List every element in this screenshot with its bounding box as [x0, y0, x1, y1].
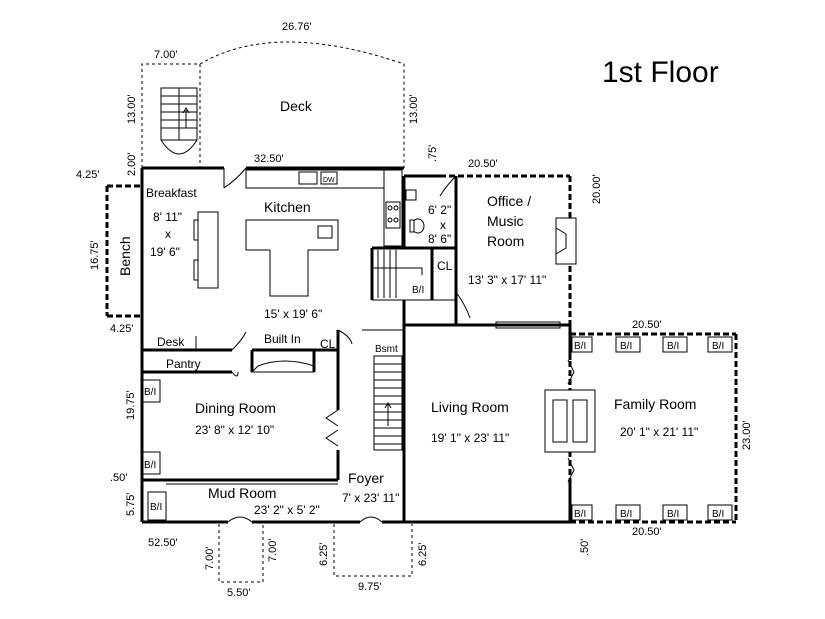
dim-porch-right-b: 6.25' [417, 542, 429, 566]
stair-upper [372, 250, 423, 298]
kitchen-label: Kitchen [264, 199, 311, 215]
bi-label: B/I [620, 509, 632, 520]
bath-size-3: 8' 6" [428, 232, 451, 246]
deck-outline [141, 41, 405, 168]
office-size: 13' 3" x 17' 11" [468, 273, 546, 287]
dim-bench-bottom: 4.25' [110, 323, 134, 335]
dim-bench-top: 4.25' [76, 169, 100, 181]
bi-upper-label: B/I [412, 285, 424, 296]
dim-deck-left: 13.00' [126, 94, 138, 124]
dim-porch-left-b: 7.00' [267, 538, 279, 562]
office-fireplace-icon [555, 217, 577, 265]
dim-office-top: 20.50' [468, 158, 498, 170]
dim-mud-step: .50' [110, 472, 127, 484]
bi-label: B/I [620, 341, 632, 352]
kitchen-counters: DW [245, 169, 403, 297]
breakfast-size-2: x [165, 227, 171, 241]
dim-deck-step: 2.00' [126, 152, 138, 176]
floor-title: 1st Floor [602, 56, 719, 89]
dim-porch-right-a: 6.25' [318, 542, 330, 566]
office-label-3: Room [487, 233, 524, 249]
kitchen-size: 15' x 19' 6" [264, 307, 322, 321]
dim-mud-left: 5.75' [125, 492, 137, 516]
dishwasher-label: DW [323, 177, 335, 184]
breakfast-label: Breakfast [146, 186, 197, 200]
interior-walls-middle [142, 325, 406, 522]
basement-stair [373, 355, 403, 451]
bench-outline [105, 184, 142, 318]
bath-size-2: x [440, 218, 446, 232]
bi-label: B/I [712, 509, 724, 520]
dim-deck-right: 13.00' [408, 94, 420, 124]
family-built-ins-bottom: B/I B/I B/I B/I [571, 504, 733, 521]
dim-family-step: .50' [579, 539, 591, 556]
pantry-label: Pantry [166, 357, 201, 371]
breakfast-table [193, 211, 219, 289]
foyer-size: 7' x 23' 11" [342, 491, 399, 505]
living-room-label: Living Room [431, 399, 509, 415]
dim-family-right: 23.00' [741, 420, 753, 450]
fireplace-icon [544, 359, 596, 483]
mud-bi-label: B/I [150, 502, 162, 513]
dim-bottom-left: 52.50' [148, 537, 178, 549]
bi-label: B/I [667, 341, 679, 352]
dim-office-right: 20.00' [591, 174, 603, 204]
dim-bench-left: 16.75' [89, 240, 101, 270]
dim-dining-left: 19.75' [125, 390, 137, 420]
dim-porch-right-w: 9.75' [358, 581, 382, 593]
dining-bi-top: B/I [144, 387, 156, 398]
interior-walls-upper [370, 176, 458, 325]
living-room-size: 19' 1" x 23' 11" [431, 431, 509, 445]
dim-family-top: 20.50' [632, 319, 662, 331]
family-room-size: 20' 1" x 21' 11" [620, 425, 698, 439]
porch-left [218, 524, 264, 583]
mud-room-size: 23' 2" x 5' 2" [254, 503, 320, 517]
built-in-label: Built In [264, 332, 301, 346]
mud-room-label: Mud Room [208, 485, 276, 501]
office-label-1: Office / [487, 193, 531, 209]
desk-label: Desk [157, 335, 185, 349]
dim-porch-left-w: 5.50' [227, 587, 251, 599]
breakfast-size-3: 19' 6" [150, 245, 180, 259]
cl-lower-label: CL [320, 337, 336, 351]
bath-size-1: 6' 2" [428, 203, 451, 217]
dining-room-size: 23' 8" x 12' 10" [195, 423, 274, 437]
dim-family-bottom: 20.50' [632, 526, 662, 538]
dim-office-step: .75' [427, 145, 439, 162]
breakfast-size-1: 8' 11" [153, 210, 182, 224]
dim-kitchen-top: 32.50' [254, 153, 284, 165]
bi-label: B/I [712, 341, 724, 352]
family-room-label: Family Room [614, 396, 696, 412]
deck-label: Deck [280, 98, 313, 114]
bench-label: Bench [117, 236, 133, 276]
bsmt-label: Bsmt [375, 344, 398, 355]
bi-label: B/I [574, 509, 586, 520]
dining-bi-bottom: B/I [144, 460, 156, 471]
toilet-icon [405, 189, 425, 234]
dim-deck-stair-width: 7.00' [154, 49, 178, 61]
dim-porch-left-a: 7.00' [204, 546, 216, 570]
family-built-ins-top: B/I B/I B/I B/I [571, 336, 733, 353]
dining-room-label: Dining Room [195, 400, 276, 416]
dim-deck-arc: 26.76' [282, 21, 312, 33]
foyer-label: Foyer [348, 470, 384, 486]
bi-label: B/I [574, 341, 586, 352]
office-label-2: Music [487, 213, 524, 229]
cl-upper-label: CL [437, 259, 453, 273]
porch-right [333, 524, 413, 577]
bi-label: B/I [667, 509, 679, 520]
